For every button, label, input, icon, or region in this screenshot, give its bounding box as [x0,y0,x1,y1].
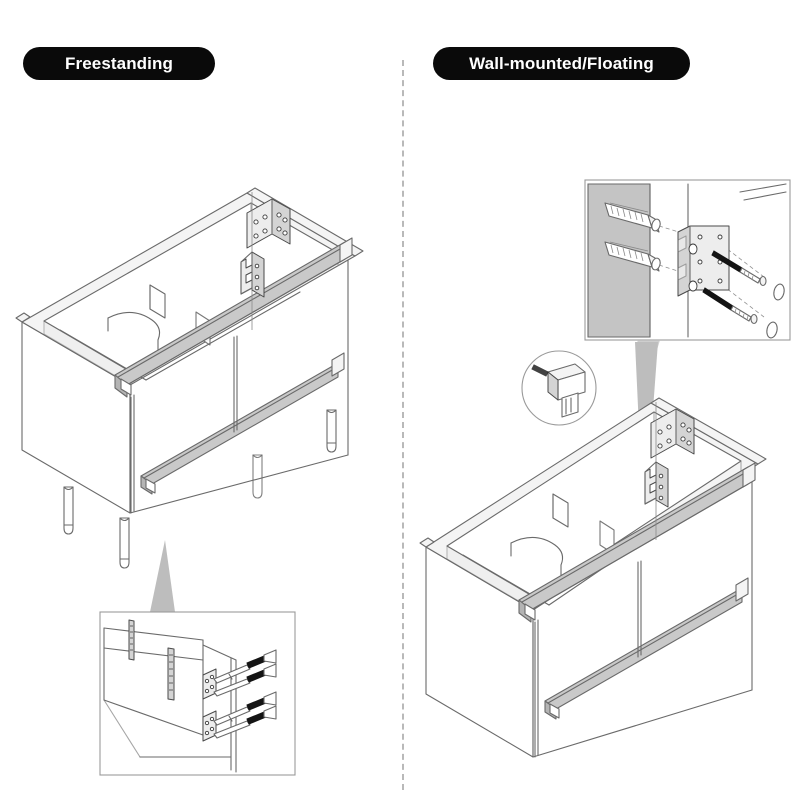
cabinet-open-top [21,192,356,386]
wall-plug-lower [604,241,661,272]
inset-bracket-lower [202,691,277,742]
wall-plug-upper [604,202,661,233]
wall-lower-handle-rail [544,577,749,720]
panel-divider [402,60,404,790]
upper-handle-rail [114,237,353,398]
wall-cabinet-bracket-upper [650,402,695,540]
wall-cabinet-back-edge [419,397,767,548]
mounting-screw-lower [702,287,778,339]
lower-handle-rail [140,352,345,495]
label-wall-mounted-floating: Wall-mounted/Floating [433,47,690,80]
cabinet-body [21,258,349,514]
callout-pointer-left [150,540,175,612]
inset-wall-anchor-detail [584,179,791,350]
wall-upper-handle-rail [518,462,756,623]
freestanding-wall-bracket-upper [246,192,291,330]
inset-drawer-slide-detail [99,611,296,776]
circle-callout-rail-clip [521,350,597,426]
cabinet-legs-group [63,409,337,569]
cabinet-back-top-edge [15,187,364,323]
wall-drawer-seams [534,560,642,758]
wall-cabinet-bracket-lower [644,461,669,508]
drawer-seams [130,335,238,514]
mounting-screw-upper [711,250,785,301]
label-freestanding: Freestanding [23,47,215,80]
inset-bracket-upper [202,649,277,700]
freestanding-wall-bracket-lower [240,251,265,298]
callout-pointer-right [635,342,658,450]
freestanding-cabinet-drawing [15,187,364,776]
wall-mounted-cabinet-drawing [419,179,791,758]
inset-cabinet-fragment [103,619,237,773]
wall-cabinet-open-top [425,402,759,611]
wall-cabinet-body [425,469,753,758]
wall-l-bracket [677,225,730,297]
